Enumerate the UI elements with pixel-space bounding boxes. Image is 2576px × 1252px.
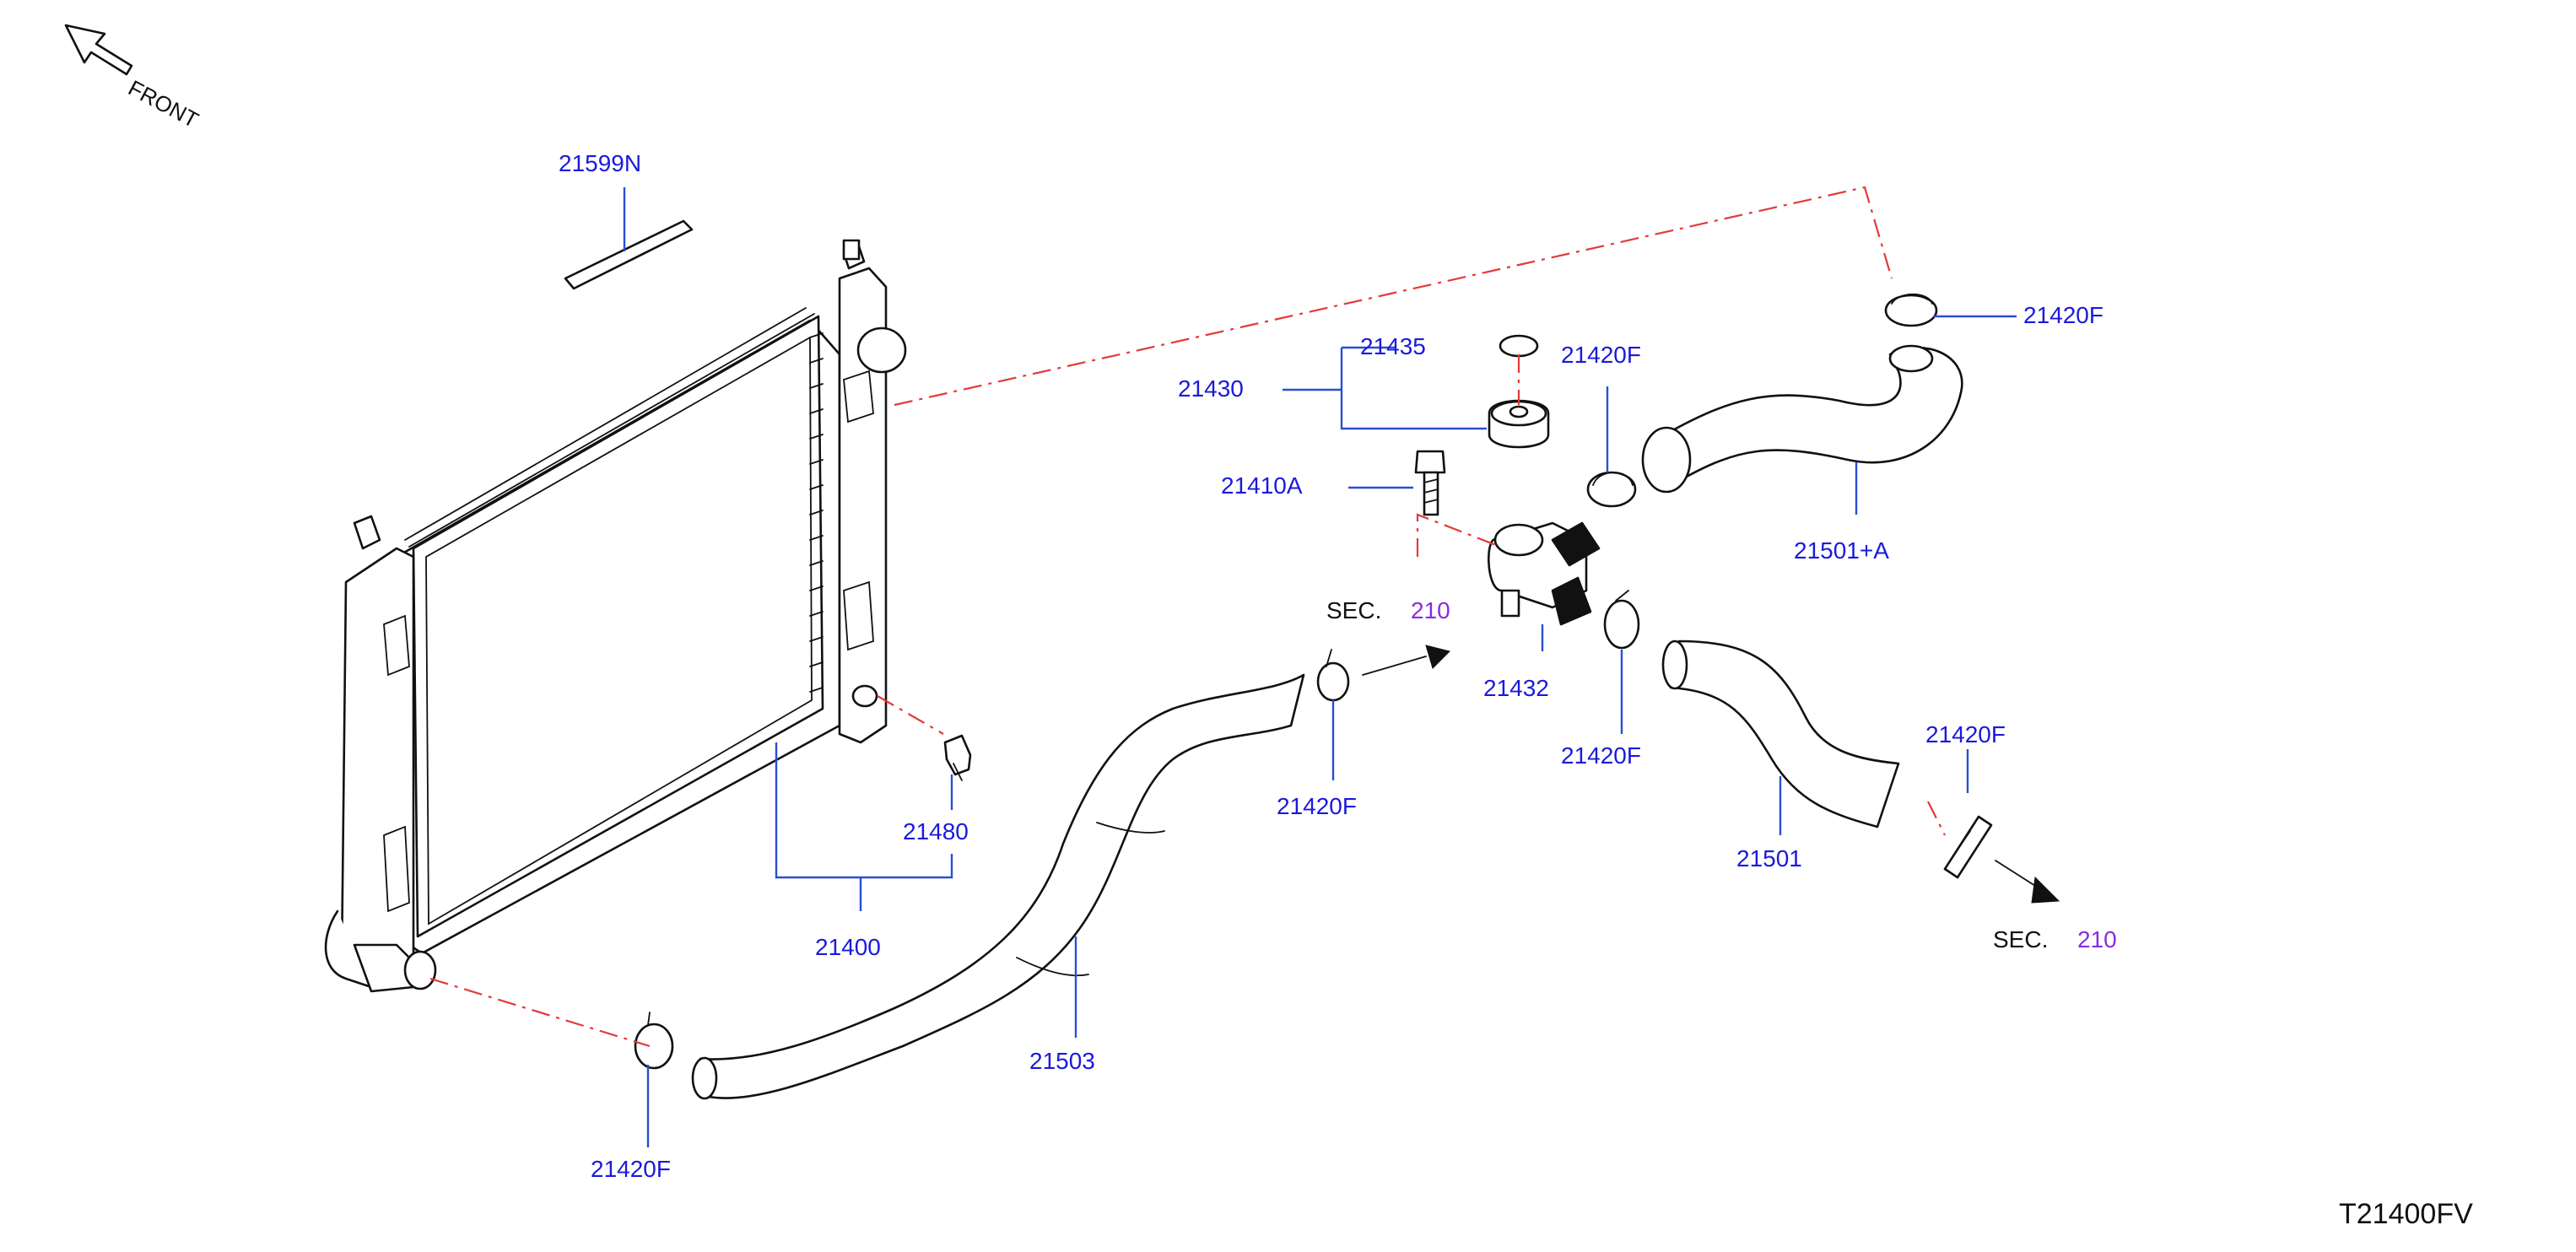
radiator-cap-21430 — [1488, 399, 1550, 449]
sec-label-bottom: SEC. — [1993, 926, 2048, 952]
upper-hose-21501A — [1641, 344, 1963, 494]
clamp-21420F-top-left — [1586, 471, 1637, 508]
clamp-21420F-top-right — [1884, 293, 1938, 327]
sec-number-bottom[interactable]: 210 — [2077, 926, 2117, 952]
label-21430[interactable]: 21430 — [1178, 375, 1244, 402]
bolt-21410A — [1414, 450, 1446, 516]
sec-210-reference-top[interactable]: SEC. 210 — [1326, 597, 1450, 623]
label-21480[interactable]: 21480 — [903, 818, 969, 845]
arrow-to-sec-210-top — [1362, 645, 1450, 676]
front-label: FRONT — [124, 75, 203, 133]
clamp-21420F-lower-mid — [1316, 649, 1350, 702]
sec-number-top[interactable]: 210 — [1411, 597, 1450, 623]
label-21400[interactable]: 21400 — [815, 934, 881, 960]
label-21420F-right[interactable]: 21420F — [1925, 721, 2006, 747]
seal-21435 — [1499, 334, 1539, 358]
clamp-21420F-right — [1943, 815, 1993, 879]
lower-radiator-hose-21503 — [691, 673, 1305, 1100]
filler-neck-21432 — [1488, 521, 1601, 626]
sec-label-top: SEC. — [1326, 597, 1381, 623]
arrow-to-sec-210-bottom — [1995, 860, 2060, 904]
label-21420F-top-right[interactable]: 21420F — [2023, 302, 2103, 328]
drain-cock-21480 — [943, 734, 972, 781]
label-21432[interactable]: 21432 — [1483, 675, 1549, 701]
label-21503[interactable]: 21503 — [1029, 1048, 1095, 1074]
label-21435[interactable]: 21435 — [1360, 333, 1426, 359]
label-21420F-lower-mid[interactable]: 21420F — [1277, 793, 1357, 819]
label-21599N[interactable]: 21599N — [559, 150, 641, 176]
lower-hose-21501 — [1661, 639, 1900, 828]
sec-210-reference-bottom[interactable]: SEC. 210 — [1993, 926, 2117, 952]
front-arrow-icon — [64, 24, 133, 76]
leader-lines — [623, 187, 2017, 1147]
label-21420F-mid[interactable]: 21420F — [1561, 742, 1641, 769]
clamp-21420F-bottom — [634, 1012, 674, 1070]
clamp-21420F-mid — [1603, 590, 1640, 650]
label-21420F-bottom[interactable]: 21420F — [591, 1156, 671, 1182]
label-21501A[interactable]: 21501+A — [1794, 537, 1889, 564]
label-21501[interactable]: 21501 — [1736, 845, 1802, 872]
connection-lines — [429, 186, 1946, 1048]
seal-strip-21599N — [564, 219, 694, 290]
label-21420F-top-left[interactable]: 21420F — [1561, 342, 1641, 368]
radiator-21400 — [324, 239, 907, 993]
label-21410A[interactable]: 21410A — [1221, 472, 1303, 499]
drawing-code: T21400FV — [2339, 1198, 2473, 1230]
